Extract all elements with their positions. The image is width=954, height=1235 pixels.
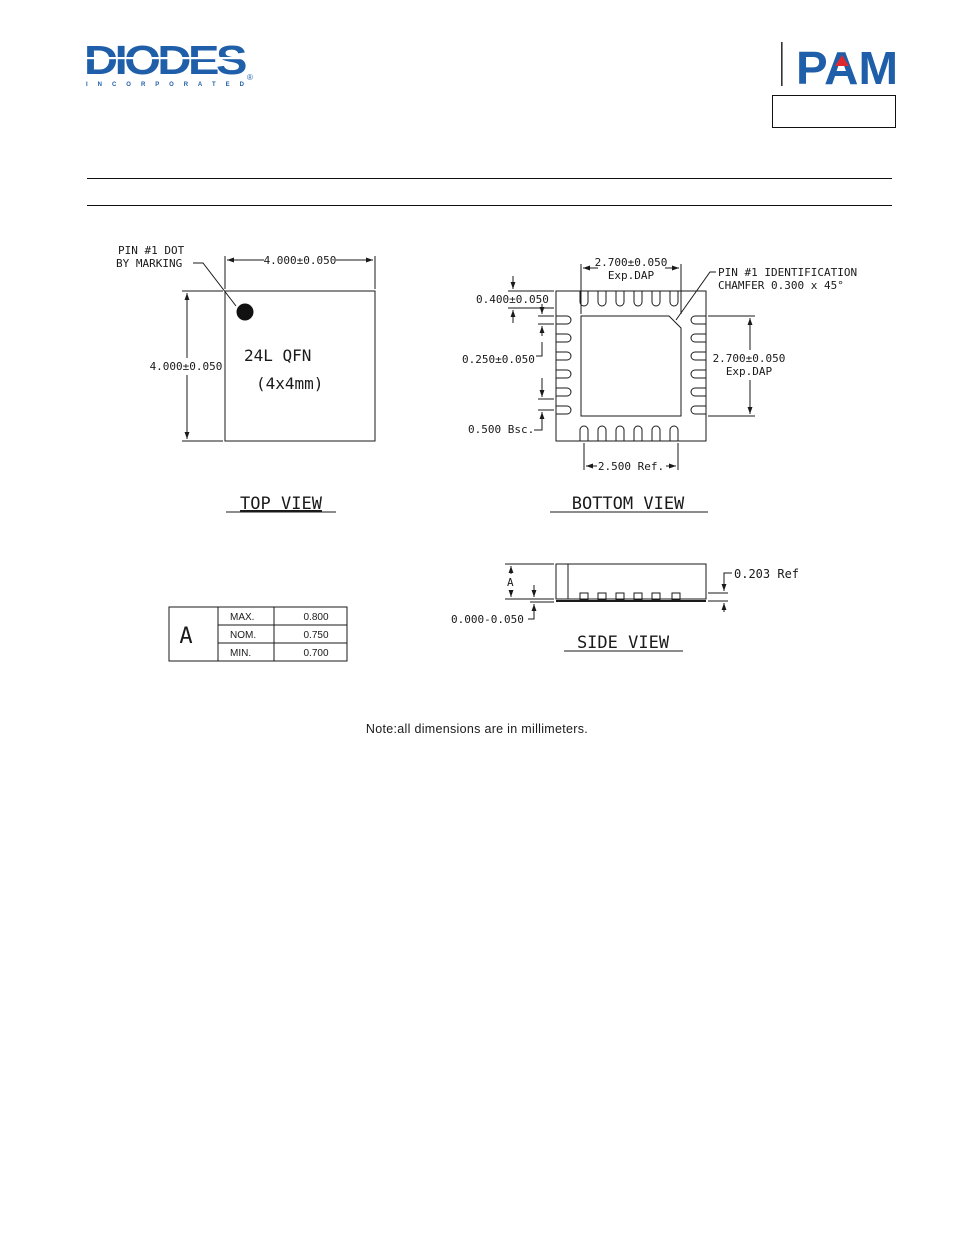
units-note: Note:all dimensions are in millimeters. — [365, 722, 589, 736]
pam-logo-accent — [835, 55, 849, 66]
table-row-value-max: 0.800 — [303, 612, 328, 623]
pin1-identification-label: PIN #1 IDENTIFICATION — [718, 266, 857, 279]
pad-length-dimension: 0.400±0.050 — [476, 293, 549, 306]
dimension-table-symbol: A — [179, 624, 192, 649]
table-row-value-min: 0.700 — [303, 648, 328, 659]
side-view-title: SIDE VIEW — [577, 633, 670, 653]
pad-width-dimension: 0.250±0.050 — [462, 353, 535, 366]
dap-top-dimension-label: Exp.DAP — [608, 269, 655, 282]
header-rule-bottom — [87, 205, 892, 206]
part-number-box — [772, 95, 896, 128]
package-outline-drawing: PIN #1 DOT BY MARKING 4.000±0.050 4.000±… — [116, 244, 857, 662]
pin1-dot-label-line2: BY MARKING — [116, 257, 182, 270]
pin1-chamfer-label: CHAMFER 0.300 x 45° — [718, 279, 844, 292]
table-row-label-nom: NOM. — [230, 630, 256, 641]
table-row-label-max: MAX. — [230, 612, 254, 623]
table-row-value-nom: 0.750 — [303, 630, 328, 641]
pin1-dot-label-line1: PIN #1 DOT — [118, 244, 185, 257]
top-view-height-dimension: 4.000±0.050 — [150, 360, 223, 373]
pam-logo: PAM — [781, 42, 898, 88]
header-rule-top — [87, 178, 892, 179]
package-marking-line2: (4x4mm) — [256, 374, 323, 393]
exposed-dap — [580, 315, 682, 417]
diodes-logo-text: DIODES — [84, 40, 246, 83]
pad-span-dimension: 2.500 Ref. — [598, 460, 664, 473]
registered-mark: ® — [247, 73, 253, 82]
dap-top-dimension: 2.700±0.050 — [595, 256, 668, 269]
standoff-dimension: 0.000-0.050 — [451, 613, 524, 626]
side-view — [505, 563, 732, 620]
top-view-package-body — [224, 290, 376, 442]
bottom-view-package-body — [555, 290, 707, 442]
top-view — [182, 256, 376, 442]
terminal-thickness-dimension: 0.203 Ref — [734, 567, 799, 581]
package-marking-line1: 24L QFN — [244, 346, 311, 365]
table-row-label-min: MIN. — [230, 648, 251, 659]
side-view-height-symbol: A — [507, 576, 514, 589]
dap-right-dimension: 2.700±0.050 — [713, 352, 786, 365]
bottom-view — [508, 264, 755, 470]
dap-right-dimension-label: Exp.DAP — [726, 365, 773, 378]
side-view-package-body — [555, 563, 707, 600]
pin1-dot — [236, 303, 254, 321]
dimension-table — [168, 606, 348, 662]
pad-pitch-dimension: 0.500 Bsc. — [468, 423, 534, 436]
bottom-view-title: BOTTOM VIEW — [572, 494, 685, 514]
top-view-width-dimension: 4.000±0.050 — [264, 254, 337, 267]
diodes-logo: DIODES ® I N C O R P O R A T E D — [84, 40, 253, 88]
top-view-title: TOP VIEW — [240, 494, 323, 514]
